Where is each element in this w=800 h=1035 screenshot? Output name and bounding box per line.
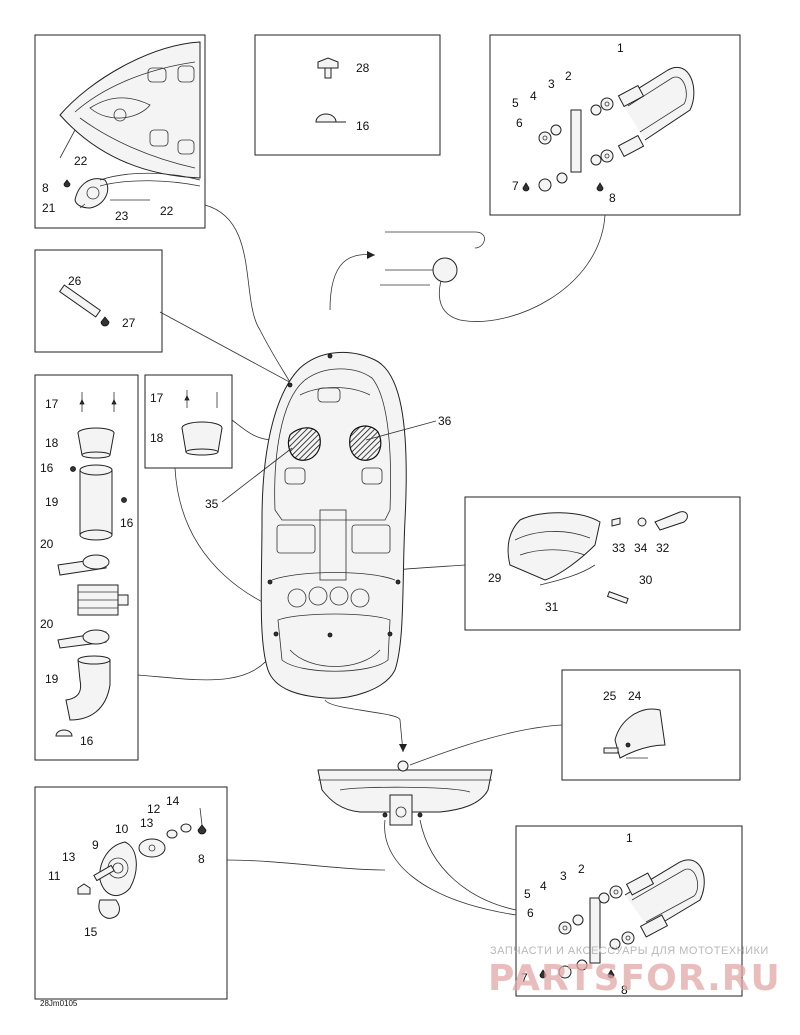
- callout-18: 18: [45, 436, 59, 450]
- panel-drain-plug: [34, 786, 228, 1000]
- callout-21: 21: [42, 201, 56, 215]
- callout-1: 1: [626, 831, 633, 845]
- callout-6: 6: [527, 906, 534, 920]
- callout-3: 3: [548, 77, 555, 91]
- callout-32: 32: [656, 541, 670, 555]
- callout-22: 22: [160, 204, 174, 218]
- watermark-brand: PARTSFOR.RU: [488, 958, 781, 999]
- callout-15: 15: [84, 925, 98, 939]
- callout-3: 3: [560, 869, 567, 883]
- panel-heat-shield: [464, 496, 741, 631]
- callout-17: 17: [150, 391, 164, 405]
- callout-22: 22: [74, 154, 88, 168]
- callout-18: 18: [150, 431, 164, 445]
- callout-20: 20: [40, 537, 54, 551]
- callout-25: 25: [603, 689, 617, 703]
- callout-36: 36: [438, 414, 452, 428]
- callout-5: 5: [524, 887, 531, 901]
- callout-8: 8: [42, 181, 49, 195]
- transom: [317, 760, 493, 826]
- panel-rod: [34, 249, 163, 353]
- panel-drain-cup: [144, 374, 233, 469]
- callout-4: 4: [530, 89, 537, 103]
- heat-shield-detail: [507, 511, 688, 604]
- callout-1: 1: [617, 41, 624, 55]
- callout-13: 13: [140, 816, 154, 830]
- callout-16: 16: [40, 461, 54, 475]
- callout-14: 14: [166, 794, 180, 808]
- callout-20: 20: [40, 617, 54, 631]
- hull-main: [260, 351, 407, 699]
- callout-6: 6: [516, 116, 523, 130]
- rod-detail: [58, 284, 110, 327]
- callout-29: 29: [488, 571, 502, 585]
- drain-plug-detail: [77, 807, 207, 919]
- callout-23: 23: [115, 209, 129, 223]
- figure-code: 28Jm0105: [40, 999, 78, 1008]
- panel-fasteners: [254, 34, 441, 156]
- callout-2: 2: [565, 69, 572, 83]
- callout-2: 2: [578, 862, 585, 876]
- callout-4: 4: [540, 879, 547, 893]
- callout-5: 5: [512, 96, 519, 110]
- front-hull-detail: [59, 41, 201, 209]
- callout-7: 7: [521, 971, 528, 985]
- bow-eye-location-detail: [380, 231, 485, 286]
- callout-10: 10: [115, 822, 129, 836]
- arrow-head: [367, 251, 375, 259]
- callout-7: 7: [512, 179, 519, 193]
- callout-9: 9: [92, 838, 99, 852]
- panel-drain-hose: [34, 374, 139, 761]
- callout-26: 26: [68, 274, 82, 288]
- panel-bow-eye-front: [489, 34, 741, 216]
- arrow-head: [399, 744, 407, 752]
- callout-8: 8: [609, 191, 616, 205]
- bow-eye-assembly-rear: [539, 859, 705, 979]
- callout-8: 8: [198, 852, 205, 866]
- callout-11: 11: [48, 869, 61, 883]
- callout-16: 16: [356, 119, 370, 133]
- clamp-detail: [603, 708, 666, 759]
- callout-16: 16: [80, 734, 94, 748]
- callout-31: 31: [545, 600, 559, 614]
- callout-24: 24: [628, 689, 642, 703]
- watermark-tagline: ЗАПЧАСТИ И АКСЕССУАРЫ ДЛЯ МОТОТЕХНИКИ: [490, 945, 769, 957]
- callout-19: 19: [45, 672, 59, 686]
- drain-hose-stack: [55, 392, 129, 737]
- callout-12: 12: [147, 802, 161, 816]
- callout-33: 33: [612, 541, 626, 555]
- callout-13: 13: [62, 850, 76, 864]
- callout-35: 35: [205, 497, 219, 511]
- panel-bow-eye-rear: [515, 825, 743, 997]
- callout-19: 19: [45, 495, 59, 509]
- panel-front-hull-detail: [34, 34, 206, 229]
- bow-eye-assembly-front: [522, 67, 695, 192]
- callout-8: 8: [621, 983, 628, 997]
- callout-30: 30: [639, 573, 653, 587]
- drain-cup-detail: [181, 390, 223, 456]
- callout-34: 34: [634, 541, 648, 555]
- callout-28: 28: [356, 61, 370, 75]
- callout-17: 17: [45, 397, 59, 411]
- callout-27: 27: [122, 316, 136, 330]
- fasteners: [315, 57, 346, 123]
- callout-16: 16: [120, 516, 134, 530]
